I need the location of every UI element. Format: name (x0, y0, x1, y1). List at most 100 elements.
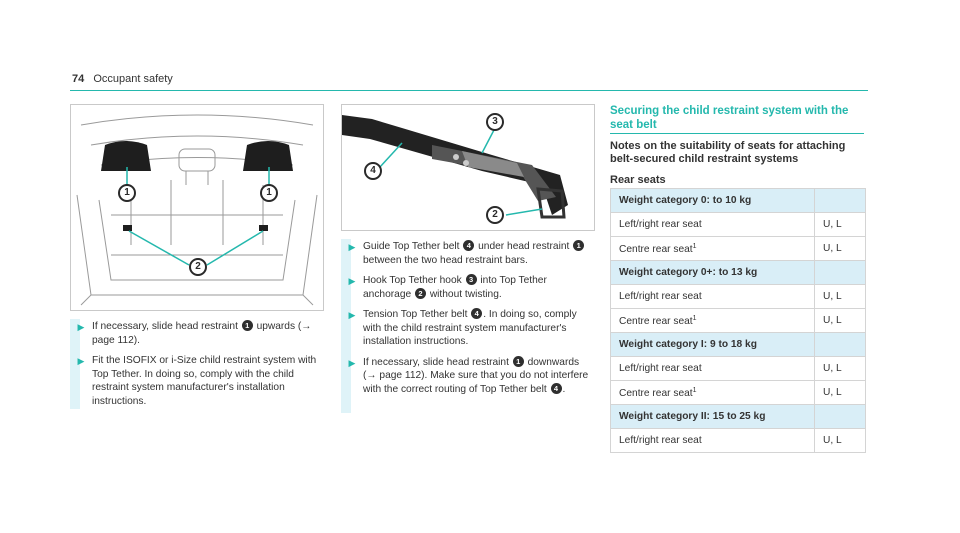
step-text-part: Fit the ISOFIX or i-Size child restraint… (92, 355, 317, 407)
instruction-step: ▶ If necessary, slide head restraint 1 up… (70, 320, 322, 347)
callout-2: 2 (189, 258, 207, 276)
weight-category-row: Weight category II: 15 to 25 kg (610, 404, 866, 429)
callout-1-left: 1 (118, 184, 136, 202)
cell-text: Centre rear seat (619, 243, 693, 255)
sub-heading: Notes on the suitability of seats for at… (610, 140, 846, 165)
callout-4: 4 (364, 162, 382, 180)
weight-category-row: Weight category I: 9 to 18 kg (610, 332, 866, 357)
seat-label: Left/right rear seat (610, 284, 815, 309)
suitability-value: U, L (814, 308, 866, 333)
rear-seat-illustration: 1 1 2 (70, 104, 324, 311)
seat-label: Left/right rear seat (610, 212, 815, 237)
seat-label: Centre rear seat1 (610, 308, 815, 333)
instruction-step: ▶ Tension Top Tether belt 4. In doing so,… (341, 308, 595, 349)
suitability-value (814, 332, 866, 357)
instruction-step: ▶Fit the ISOFIX or i-Size child restrain… (70, 354, 322, 408)
cell-text: Left/right rear seat (619, 435, 702, 446)
cell-text: Left/right rear seat (619, 291, 702, 302)
instruction-step: ▶ Guide Top Tether belt 4 under head rest… (341, 240, 595, 267)
weight-category-label: Weight category 0+: to 13 kg (610, 260, 815, 285)
instruction-step: ▶ Hook Top Tether hook 3 into Top Tether … (341, 274, 595, 301)
isofix-anchor-right (259, 225, 268, 231)
item-number-badge: 4 (471, 308, 483, 319)
step-text-part: If necessary, slide head restraint (92, 321, 241, 332)
seat-label: Centre rear seat1 (610, 380, 815, 405)
step-arrow-icon: ▶ (348, 357, 356, 368)
callout-1-right: 1 (260, 184, 278, 202)
cell-text: Weight category I: 9 to 18 kg (619, 339, 757, 350)
suitability-value: U, L (814, 236, 866, 261)
step-text-part: Hook Top Tether hook (363, 275, 465, 286)
steps-left-bar (70, 319, 80, 409)
step-text: Tension Top Tether belt 4. In doing so, … (363, 308, 595, 349)
section-title: Securing the child restraint system with… (610, 105, 849, 131)
step-arrow-icon: ▶ (348, 276, 356, 286)
suitability-value: U, L (814, 284, 866, 309)
item-number-badge: 1 (573, 240, 585, 251)
step-text-part: Guide Top Tether belt (363, 241, 463, 252)
seat-label: Centre rear seat1 (610, 236, 815, 261)
cell-text: Left/right rear seat (619, 219, 702, 230)
step-text-part: . (562, 383, 566, 395)
cell-text: Weight category 0: to 10 kg (619, 195, 752, 206)
step-arrow-icon: ▶ (348, 310, 356, 320)
callout-3: 3 (486, 113, 504, 131)
item-number-badge: 4 (463, 240, 475, 251)
step-text-part: under head restraint (475, 241, 573, 252)
header-rule (70, 90, 868, 91)
top-tether-illustration: 3 4 2 (341, 104, 595, 231)
step-text-part: between the two head restraint bars. (363, 254, 528, 266)
step-text: If necessary, slide head restraint 1 upw… (92, 320, 322, 347)
suitability-value (814, 188, 866, 213)
seat-row: Left/right rear seat U, L (610, 356, 866, 381)
item-number-badge: 1 (512, 355, 524, 367)
item-number-badge: 1 (241, 320, 253, 331)
seat-row: Left/right rear seat U, L (610, 284, 866, 309)
head-restraint-left (101, 141, 151, 171)
top-tether-drawing (342, 115, 568, 219)
item-number-badge: 3 (465, 274, 477, 285)
weight-category-label: Weight category 0: to 10 kg (610, 188, 815, 213)
suitability-value: U, L (814, 212, 866, 237)
weight-category-row: Weight category 0+: to 13 kg (610, 260, 866, 285)
step-arrow-icon: ▶ (348, 242, 356, 252)
footnote-marker: 1 (692, 314, 697, 322)
isofix-anchor-left (123, 225, 132, 231)
suitability-value: U, L (814, 356, 866, 381)
page-number: 74 (72, 73, 85, 85)
rear-seats-heading: Rear seats (610, 174, 666, 186)
suitability-value (814, 404, 866, 429)
step-text: Hook Top Tether hook 3 into Top Tether a… (363, 274, 595, 301)
rear-seat-drawing (76, 114, 318, 306)
step-text: If necessary, slide head restraint 1 dow… (363, 355, 595, 397)
step-text: Fit the ISOFIX or i-Size child restraint… (92, 354, 322, 408)
instruction-step: ▶ If necessary, slide head restraint 1 do… (341, 355, 595, 397)
seat-suitability-table: Weight category 0: to 10 kg Left/right re… (610, 188, 866, 453)
head-restraint-right (243, 141, 293, 171)
cell-text: Weight category II: 15 to 25 kg (619, 411, 766, 422)
steps-left: ▶ If necessary, slide head restraint 1 up… (70, 320, 322, 415)
suitability-value: U, L (814, 428, 866, 453)
weight-category-label: Weight category II: 15 to 25 kg (610, 404, 815, 429)
suitability-value: U, L (814, 380, 866, 405)
item-number-badge: 4 (550, 382, 562, 394)
seat-row: Left/right rear seat U, L (610, 428, 866, 453)
step-text-part: into Top Tether anchorage (363, 275, 547, 300)
step-text-part: upwards (→ page 112). (92, 321, 312, 346)
step-text-part: If necessary, slide head restraint (363, 356, 512, 368)
footnote-marker: 1 (692, 242, 697, 250)
steps-mid: ▶ Guide Top Tether belt 4 under head rest… (341, 240, 595, 403)
seat-label: Left/right rear seat (610, 356, 815, 381)
weight-category-label: Weight category I: 9 to 18 kg (610, 332, 815, 357)
footnote-marker: 1 (692, 386, 697, 394)
step-arrow-icon: ▶ (77, 322, 85, 332)
cell-text: Centre rear seat (619, 387, 693, 399)
seat-row: Left/right rear seat U, L (610, 212, 866, 237)
seat-label: Left/right rear seat (610, 428, 815, 453)
steps-mid-bar (341, 239, 351, 413)
cell-text: Left/right rear seat (619, 363, 702, 374)
step-text: Guide Top Tether belt 4 under head restr… (363, 240, 595, 267)
page-header: 74 Occupant safety (72, 73, 173, 85)
